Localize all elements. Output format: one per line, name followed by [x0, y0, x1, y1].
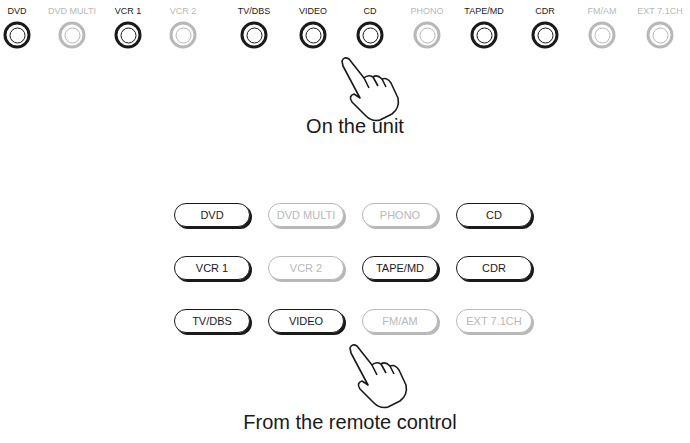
button-label: VCR 2	[143, 6, 223, 17]
button-label: TV/DBS	[192, 315, 232, 327]
remote-button: CD	[456, 203, 532, 227]
round-button	[114, 21, 144, 51]
button-label: FM/AM	[562, 6, 642, 17]
remote-button: PHONO	[362, 203, 438, 227]
round-button	[299, 21, 329, 51]
pointing-hand	[342, 58, 398, 121]
pointing-hand	[350, 345, 406, 408]
button-label: EXT 7.1CH	[466, 315, 521, 327]
button-label: PHONO	[387, 6, 467, 17]
unit-button: FM/AM	[572, 6, 632, 58]
unit-button: VIDEO	[283, 6, 343, 58]
remote-button: CDR	[456, 256, 532, 280]
button-label: FM/AM	[382, 315, 417, 327]
round-button	[240, 21, 270, 51]
round-button	[470, 21, 500, 51]
round-button	[413, 21, 443, 51]
remote-button: VIDEO	[268, 309, 344, 333]
remote-button: TAPE/MD	[362, 256, 438, 280]
round-button	[169, 21, 199, 51]
remote-button: DVD	[174, 203, 250, 227]
round-button	[3, 21, 33, 51]
remote-button: VCR 2	[268, 256, 344, 280]
unit-button: VCR 2	[153, 6, 213, 58]
button-label: TAPE/MD	[376, 262, 424, 274]
round-button	[646, 21, 676, 51]
button-label: TV/DBS	[214, 6, 294, 17]
button-label: VIDEO	[289, 315, 323, 327]
remote-button: TV/DBS	[174, 309, 250, 333]
unit-button: CDR	[515, 6, 575, 58]
button-label: EXT 7.1CH	[620, 6, 690, 17]
round-button	[356, 21, 386, 51]
unit-button: VCR 1	[98, 6, 158, 58]
remote-button: VCR 1	[174, 256, 250, 280]
button-label: CDR	[505, 6, 585, 17]
unit-button: TV/DBS	[224, 6, 284, 58]
caption-text: From the remote control	[243, 411, 456, 434]
button-label: CDR	[482, 262, 506, 274]
remote-button: DVD MULTI	[268, 203, 344, 227]
unit-button: EXT 7.1CH	[630, 6, 690, 58]
button-label: CD	[330, 6, 410, 17]
button-label: VCR 1	[88, 6, 168, 17]
round-button	[58, 21, 88, 51]
remote-button: FM/AM	[362, 309, 438, 333]
unit-button: DVD MULTI	[42, 6, 102, 58]
remote-button: EXT 7.1CH	[456, 309, 532, 333]
button-label: PHONO	[380, 209, 420, 221]
round-button	[531, 21, 561, 51]
unit-button: TAPE/MD	[454, 6, 514, 58]
unit-button: PHONO	[397, 6, 457, 58]
unit-button: CD	[340, 6, 400, 58]
unit-button: DVD	[0, 6, 47, 58]
button-label: VCR 1	[196, 262, 228, 274]
button-label: CD	[486, 209, 502, 221]
button-label: DVD MULTI	[277, 209, 335, 221]
button-label: DVD MULTI	[32, 6, 112, 17]
round-button	[588, 21, 618, 51]
button-label: TAPE/MD	[444, 6, 524, 17]
caption-text: On the unit	[306, 115, 404, 138]
button-label: VIDEO	[273, 6, 353, 17]
button-label: VCR 2	[290, 262, 322, 274]
button-label: DVD	[200, 209, 223, 221]
